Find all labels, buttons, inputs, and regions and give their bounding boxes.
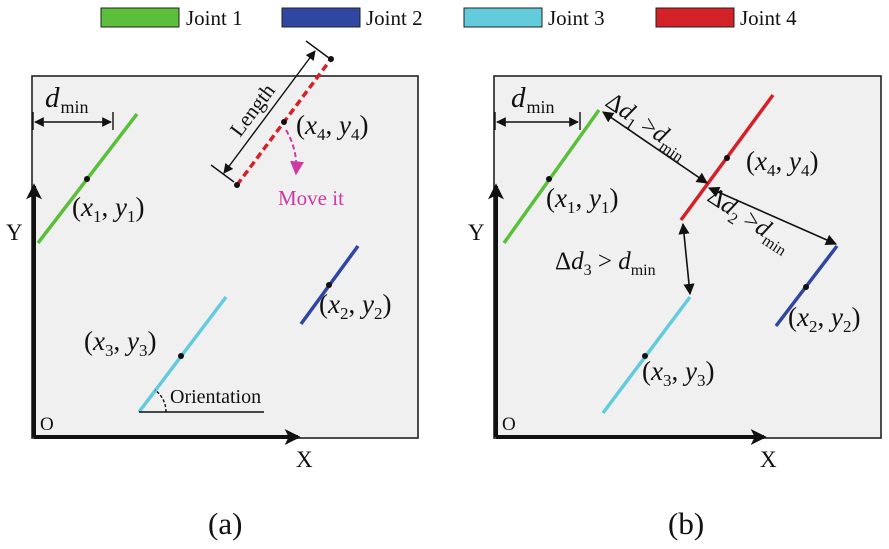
panel-b-y-axis-label: Y (468, 220, 485, 245)
panel-b-joint3-center (642, 353, 648, 359)
panel-b-dmin-label: dmin (511, 82, 555, 117)
legend-item-joint3: Joint 3 (463, 6, 605, 30)
panel-b-delta3-arrow (678, 222, 695, 296)
panel-b-joint4-center (724, 155, 730, 161)
legend-swatch-joint4 (655, 7, 735, 28)
legend-label-joint2: Joint 2 (366, 6, 423, 30)
legend-item-joint1: Joint 1 (100, 6, 243, 30)
panel-b-joint2-center (803, 284, 809, 290)
panel-a-joint3-center (178, 353, 184, 359)
panel-a-dmin-label: dmin (45, 82, 89, 117)
legend-item-joint2: Joint 2 (281, 6, 423, 30)
panel-b-origin-label: O (502, 414, 516, 435)
legend-swatch-joint3 (463, 7, 543, 28)
panel-a-move-label: Move it (278, 186, 344, 210)
legend-label-joint1: Joint 1 (186, 6, 243, 30)
panel-b-joint3-label: (x3, y3) (642, 356, 714, 390)
panel-a-origin-label: O (40, 414, 54, 435)
panel-a-orientation-arc (154, 389, 167, 413)
panel-a-joint3-label: (x3, y3) (84, 326, 156, 360)
panel-b-delta3-label: Δd3 > dmin (555, 248, 656, 279)
panel-a-orientation-label: Orientation (170, 386, 261, 408)
panel-a-joint4-endpoint-top (328, 56, 334, 62)
panel-a-joint4-label: (x4, y4) (296, 110, 368, 144)
panel-a-length-tick-top (305, 40, 330, 59)
panel-a-joint4-center (281, 119, 287, 125)
legend-item-joint4: Joint 4 (655, 6, 797, 30)
panel-b-x-axis-label: X (760, 447, 777, 472)
panel-a-x-axis-label: X (296, 447, 313, 472)
legend-swatch-joint1 (100, 7, 180, 28)
panel-a-length-arrow (223, 50, 316, 174)
panel-b-joint4-label: (x4, y4) (746, 146, 818, 180)
panel-b-joint1-segment (502, 108, 601, 245)
panel-a-joint4-endpoint-bottom (234, 182, 240, 188)
legend: Joint 1 Joint 2 Joint 3 Joint 4 (100, 6, 797, 30)
legend-swatch-joint2 (281, 7, 361, 28)
panel-a-length-tick-bottom (210, 164, 235, 183)
panel-a-joint1-label: (x1, y1) (72, 192, 144, 226)
panel-a-y-axis-label: Y (6, 220, 23, 245)
panel-b-joint1-label: (x1, y1) (546, 183, 618, 217)
legend-label-joint3: Joint 3 (548, 6, 605, 30)
panel-b-delta2-arrow (707, 186, 838, 246)
panel-a: O X Y dmin (x1, y1) (x2, y2) (x3, y3) Or… (6, 40, 419, 541)
panel-b-caption: (b) (668, 506, 704, 541)
panel-a-move-arrow (285, 129, 305, 176)
panel-a-joint2-center (326, 282, 332, 288)
panel-b-joint1-center (546, 176, 552, 182)
panel-b-joint2-label: (x2, y2) (788, 302, 860, 336)
legend-label-joint4: Joint 4 (740, 6, 797, 30)
panel-a-joint2-label: (x2, y2) (319, 289, 391, 323)
panel-a-caption: (a) (208, 506, 242, 541)
panel-a-joint1-center (84, 176, 90, 182)
panel-b-delta1-arrow (602, 111, 708, 184)
panel-b: O X Y dmin (x1, y1) (x4, y4) (x2, y2) (x… (468, 75, 882, 541)
